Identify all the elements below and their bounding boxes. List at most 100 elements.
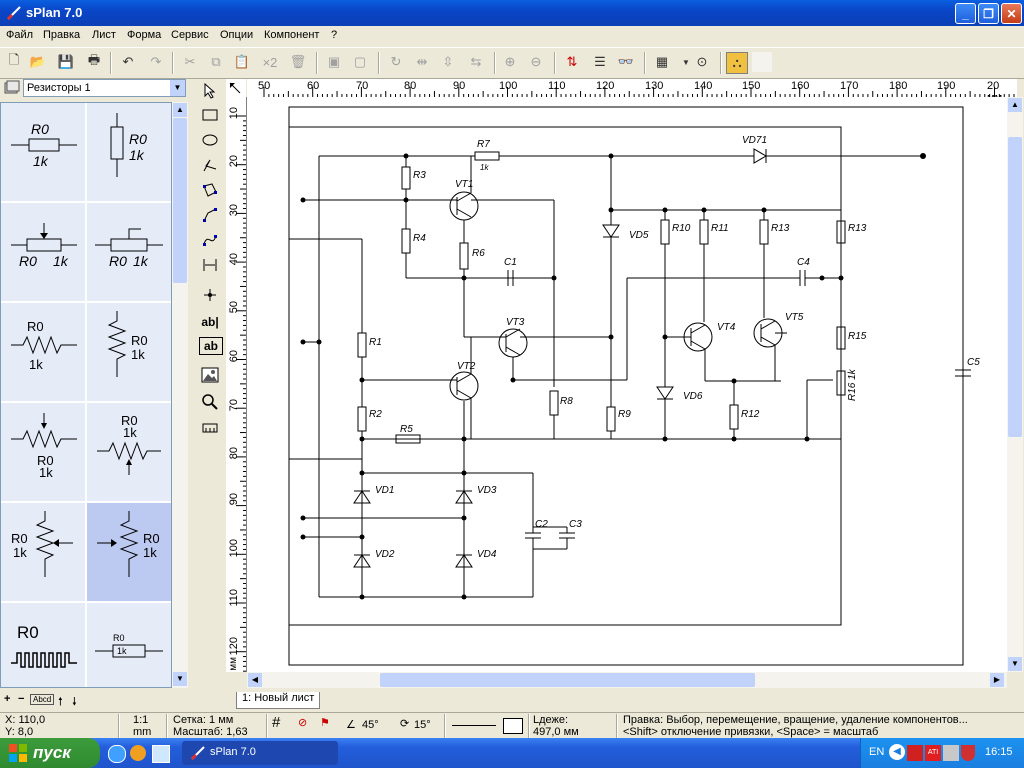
library-cell[interactable]: R0 1k [1,503,86,602]
minus-icon[interactable]: − [18,693,25,705]
line-style-icon[interactable] [452,725,496,726]
rotate-icon[interactable]: ⟳ [400,718,410,730]
tray-arrow-icon[interactable]: ◀ [889,744,905,760]
flag-icon[interactable]: ⚑ [320,717,330,729]
mirror-v-icon[interactable]: ⇳ [442,54,454,69]
library-cell[interactable]: R0 1k [87,103,171,202]
library-select[interactable]: Резисторы 1 ▼ [23,79,186,97]
menu-help[interactable]: ? [331,29,338,41]
text-icon[interactable]: ab| [201,315,219,329]
zoom-fit-icon[interactable]: ⊙ [696,54,708,69]
to-back-icon[interactable]: ▢ [353,54,367,69]
ungroup-icon[interactable]: ⊖ [530,54,542,69]
numbering-icon[interactable]: ⇅ [566,54,578,69]
library-cell[interactable]: R0 1k [87,403,171,502]
library-cell[interactable]: R0 1k [1,203,86,302]
tab-sheet-1[interactable]: 1: Новый лист [236,692,321,709]
redo-icon[interactable]: ↷ [150,54,162,69]
duplicate-icon[interactable]: ×2 [262,54,278,70]
align-icon[interactable]: ⇆ [470,54,482,69]
scroll-up-icon[interactable]: ▲ [1008,98,1022,112]
grid-icon[interactable]: ▦ [655,54,669,69]
menu-options[interactable]: Опции [220,29,254,41]
junction-icon[interactable] [199,284,221,306]
media-player-icon[interactable] [130,745,146,761]
language-indicator[interactable]: EN [869,746,885,758]
library-icon[interactable] [4,80,20,96]
zoom-icon[interactable] [199,391,221,413]
library-cell[interactable]: R0 1k [87,303,171,402]
textbox-icon[interactable]: ab [199,337,223,355]
library-cell[interactable]: R0 [1,603,86,687]
ellipse-icon[interactable] [199,129,221,151]
open-file-icon[interactable]: 📂 [29,54,47,69]
angle-icon[interactable]: ∠ [346,719,356,731]
undo-icon[interactable]: ↶ [122,54,134,69]
start-button[interactable]: пуск [0,738,100,768]
paste-icon[interactable]: 📋 [233,54,251,69]
canvas-horizontal-scrollbar[interactable]: ◀ ▶ [247,672,1007,688]
curve-icon[interactable] [199,154,221,176]
library-cell[interactable]: R0 1k [1,303,86,402]
rectangle-icon[interactable] [199,104,221,126]
library-cell[interactable]: R0 1k [1,403,86,502]
scroll-thumb[interactable] [1008,137,1022,437]
partlist-icon[interactable]: ☰ [594,54,606,69]
minimize-button[interactable]: _ [955,3,976,24]
delete-icon[interactable]: 🗑 [289,54,307,69]
taskbar-item-splan[interactable]: sPlan 7.0 [182,741,338,765]
group-icon[interactable]: ⊕ [504,54,516,69]
grid-icon[interactable]: # [272,714,281,731]
desktop-icon[interactable] [152,745,170,763]
canvas-vertical-scrollbar[interactable]: ▲ ▼ [1007,97,1023,672]
library-cell-selected[interactable]: R0 1k [87,503,171,602]
dimension-icon[interactable] [199,254,221,276]
to-front-icon[interactable]: ▣ [327,54,341,69]
menu-form[interactable]: Форма [127,29,162,41]
mirror-h-icon[interactable]: ⇹ [416,54,428,69]
cut-icon[interactable]: ✂ [184,54,196,69]
scroll-thumb[interactable] [173,118,187,283]
measure-icon[interactable] [199,417,221,439]
copy-icon[interactable]: ⧉ [211,54,221,69]
bezier-icon[interactable] [199,229,221,251]
snap-magnet-icon[interactable]: ⊘ [298,717,308,729]
chevron-down-icon[interactable]: ▼ [170,80,185,96]
ie-icon[interactable] [108,745,126,763]
library-cell[interactable]: R0 1k [87,603,171,687]
menu-sheet[interactable]: Лист [92,29,116,41]
find-icon[interactable]: 👓 [617,54,635,69]
new-file-icon[interactable]: 🗋 [8,52,20,67]
arrow-down-icon[interactable]: 🠗 [72,696,77,708]
pointer-icon[interactable] [199,80,221,102]
angle-45[interactable]: 45° [362,719,379,731]
ati-icon[interactable]: ATI [925,745,941,761]
grid-dropdown-icon[interactable]: ▼ [682,57,690,67]
scroll-down-icon[interactable]: ▼ [1008,657,1022,671]
scroll-thumb[interactable] [380,673,755,687]
library-cell[interactable]: R0 1k [1,103,86,202]
snap-icon[interactable]: ⛬ [726,52,748,74]
menu-file[interactable]: Файл [6,29,34,41]
menu-component[interactable]: Компонент [264,29,320,41]
scroll-right-icon[interactable]: ▶ [990,673,1004,687]
shield-icon[interactable] [961,745,975,761]
library-scrollbar[interactable]: ▲ ▼ [172,102,188,688]
drawing-canvas[interactable]: R7 1k VD71 R3 VT1 R4 R6 C1 C4 VD5 R10 R1… [247,97,1007,672]
image-icon[interactable] [199,364,221,386]
close-button[interactable]: ✕ [1001,3,1022,24]
save-icon[interactable]: 💾 [57,54,75,69]
abcd-icon[interactable]: Abcd [30,694,55,705]
line-icon[interactable] [199,204,221,226]
polygon-icon[interactable] [199,179,221,201]
blank-tool-icon[interactable] [752,52,772,72]
tray-app-icon[interactable] [907,745,923,761]
menu-edit[interactable]: Правка [43,29,81,41]
fill-style-icon[interactable] [503,718,523,734]
library-cell[interactable]: R0 1k [87,203,171,302]
menu-service[interactable]: Сервис [171,29,209,41]
plus-icon[interactable]: + [4,693,11,705]
arrow-up-icon[interactable]: 🠕 [58,696,63,708]
maximize-button[interactable]: ❐ [978,3,999,24]
print-icon[interactable]: 🖶 [87,52,101,67]
